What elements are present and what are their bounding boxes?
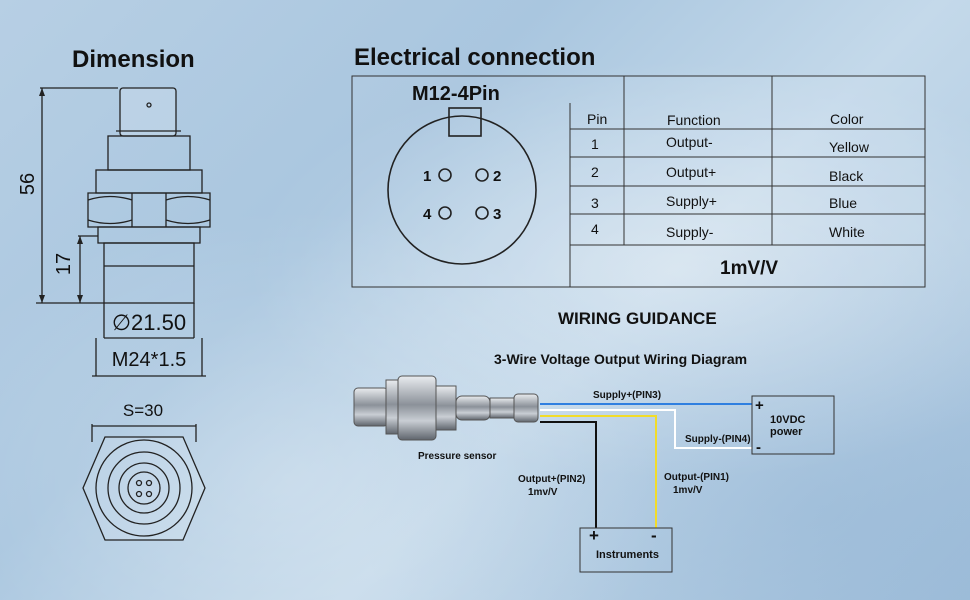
instrument-plus-sign: + <box>589 526 599 545</box>
row-3-function: Supply+ <box>666 193 717 209</box>
power-label-line1: 10VDC <box>770 414 806 426</box>
supply-minus-label: Supply-(PIN4) <box>685 434 751 445</box>
electrical-table <box>351 75 926 288</box>
header-color: Color <box>830 111 864 127</box>
row-3-pin: 3 <box>591 195 599 211</box>
row-1-color: Yellow <box>829 139 869 155</box>
dimension-title: Dimension <box>72 46 195 73</box>
dim-arrows <box>39 88 83 303</box>
hex-size-label: S=30 <box>123 401 163 420</box>
dim-56-label: 56 <box>17 173 39 195</box>
row-2-function: Output+ <box>666 164 717 180</box>
white-wire <box>540 409 752 449</box>
power-label-line2: power <box>770 426 803 438</box>
header-function: Function <box>667 112 721 128</box>
sensor-side-view <box>36 87 211 377</box>
pin-1-number: 1 <box>423 168 431 185</box>
row-4-color: White <box>829 224 865 240</box>
row-4-pin: 4 <box>591 221 599 237</box>
wiring-subtitle: 3-Wire Voltage Output Wiring Diagram <box>494 351 748 367</box>
row-2-pin: 2 <box>591 164 599 180</box>
pin-3-number: 3 <box>493 206 501 223</box>
output-minus-label: Output-(PIN1) <box>664 472 729 483</box>
connector-label: M12-4Pin <box>412 83 500 105</box>
output-value: 1mV/V <box>720 258 779 279</box>
output-plus-sensitivity: 1mv/V <box>528 487 558 498</box>
electrical-title: Electrical connection <box>354 44 596 71</box>
black-wire <box>540 421 597 528</box>
diameter-label: ∅21.50 <box>112 310 186 335</box>
row-3-color: Blue <box>829 195 858 211</box>
pressure-sensor-label: Pressure sensor <box>418 451 497 462</box>
m12-connector-face <box>387 107 537 265</box>
row-2-color: Black <box>829 168 864 184</box>
supply-plus-label: Supply+(PIN3) <box>593 390 662 401</box>
instruments-label: Instruments <box>596 549 659 561</box>
sensor-bottom-view <box>82 424 206 541</box>
thread-label: M24*1.5 <box>112 349 187 371</box>
output-plus-label: Output+(PIN2) <box>518 474 586 485</box>
pressure-sensor-image <box>353 375 539 441</box>
power-minus-sign: - <box>756 439 761 456</box>
instruments-box <box>579 527 673 573</box>
power-box <box>751 395 835 455</box>
row-1-function: Output- <box>666 134 713 150</box>
pin-4-number: 4 <box>423 206 432 223</box>
power-plus-sign: + <box>755 397 764 414</box>
header-pin: Pin <box>587 111 608 127</box>
instrument-minus-sign: - <box>651 526 657 545</box>
wires <box>540 403 752 528</box>
wiring-title: WIRING GUIDANCE <box>558 309 717 328</box>
yellow-wire <box>540 415 657 528</box>
dim-17-label: 17 <box>53 253 75 275</box>
pin-2-number: 2 <box>493 168 501 185</box>
row-1-pin: 1 <box>591 136 599 152</box>
output-minus-sensitivity: 1mv/V <box>673 485 703 496</box>
row-4-function: Supply- <box>666 224 714 240</box>
